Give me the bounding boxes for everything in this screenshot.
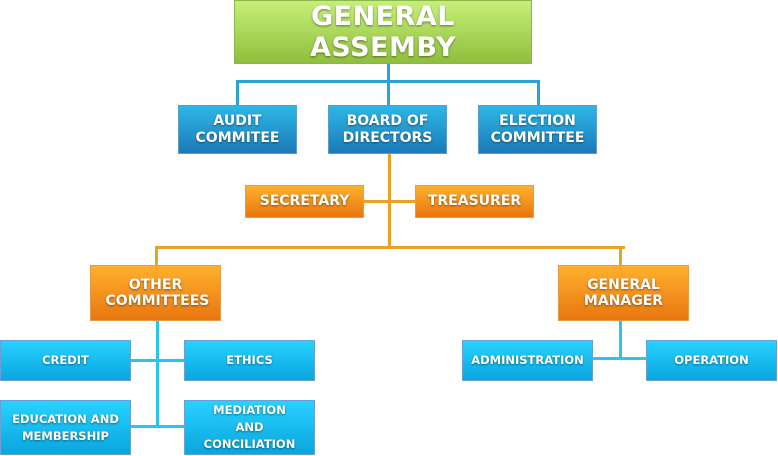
connector-level2-horizontal xyxy=(155,246,625,249)
node-label: TREASURER xyxy=(427,193,522,210)
connector-election xyxy=(537,80,540,105)
connector-credit-ethics xyxy=(131,359,184,362)
node-label: ELECTION COMMITTEE xyxy=(490,113,585,146)
connector-audit xyxy=(236,80,239,105)
connector-gm-vertical xyxy=(619,321,622,359)
connector-root-down xyxy=(387,64,390,82)
connector-committees-vertical xyxy=(156,321,159,428)
node-label: GENERAL MANAGER xyxy=(583,276,664,309)
node-label: GENERAL ASSEMBY xyxy=(309,0,457,63)
node-secretary: SECRETARY xyxy=(245,185,364,218)
node-ethics: ETHICS xyxy=(184,340,315,381)
node-election-committee: ELECTION COMMITTEE xyxy=(478,105,597,154)
node-other-committees: OTHER COMMITTEES xyxy=(90,265,221,321)
node-education-and-membership: EDUCATION AND MEMBERSHIP xyxy=(0,400,131,455)
connector-officers-horizontal xyxy=(364,200,416,203)
node-general-assembly: GENERAL ASSEMBY xyxy=(234,0,532,64)
node-operation: OPERATION xyxy=(646,340,777,381)
connector-other-committees xyxy=(155,246,158,265)
connector-board xyxy=(387,80,390,105)
node-label: BOARD OF DIRECTORS xyxy=(342,113,433,146)
node-credit: CREDIT xyxy=(0,340,131,381)
node-board-of-directors: BOARD OF DIRECTORS xyxy=(328,105,447,154)
node-treasurer: TREASURER xyxy=(415,185,534,218)
connector-general-manager xyxy=(619,246,622,265)
node-label: MEDIATION AND CONCILIATION xyxy=(203,403,296,451)
node-label: OTHER COMMITTEES xyxy=(105,276,210,309)
connector-education-mediation xyxy=(131,425,184,428)
node-label: SECRETARY xyxy=(259,193,350,210)
node-mediation-and-conciliation: MEDIATION AND CONCILIATION xyxy=(184,400,315,455)
node-label: OPERATION xyxy=(674,352,749,367)
node-label: EDUCATION AND MEMBERSHIP xyxy=(12,411,119,443)
node-label: ETHICS xyxy=(226,352,273,367)
node-audit-committee: AUDIT COMMITEE xyxy=(178,105,297,154)
connector-admin-operation xyxy=(593,357,646,360)
node-label: ADMINISTRATION xyxy=(471,352,584,367)
node-administration: ADMINISTRATION xyxy=(462,340,593,381)
node-label: CREDIT xyxy=(42,352,89,367)
node-label: AUDIT COMMITEE xyxy=(195,113,280,146)
node-general-manager: GENERAL MANAGER xyxy=(558,265,689,321)
